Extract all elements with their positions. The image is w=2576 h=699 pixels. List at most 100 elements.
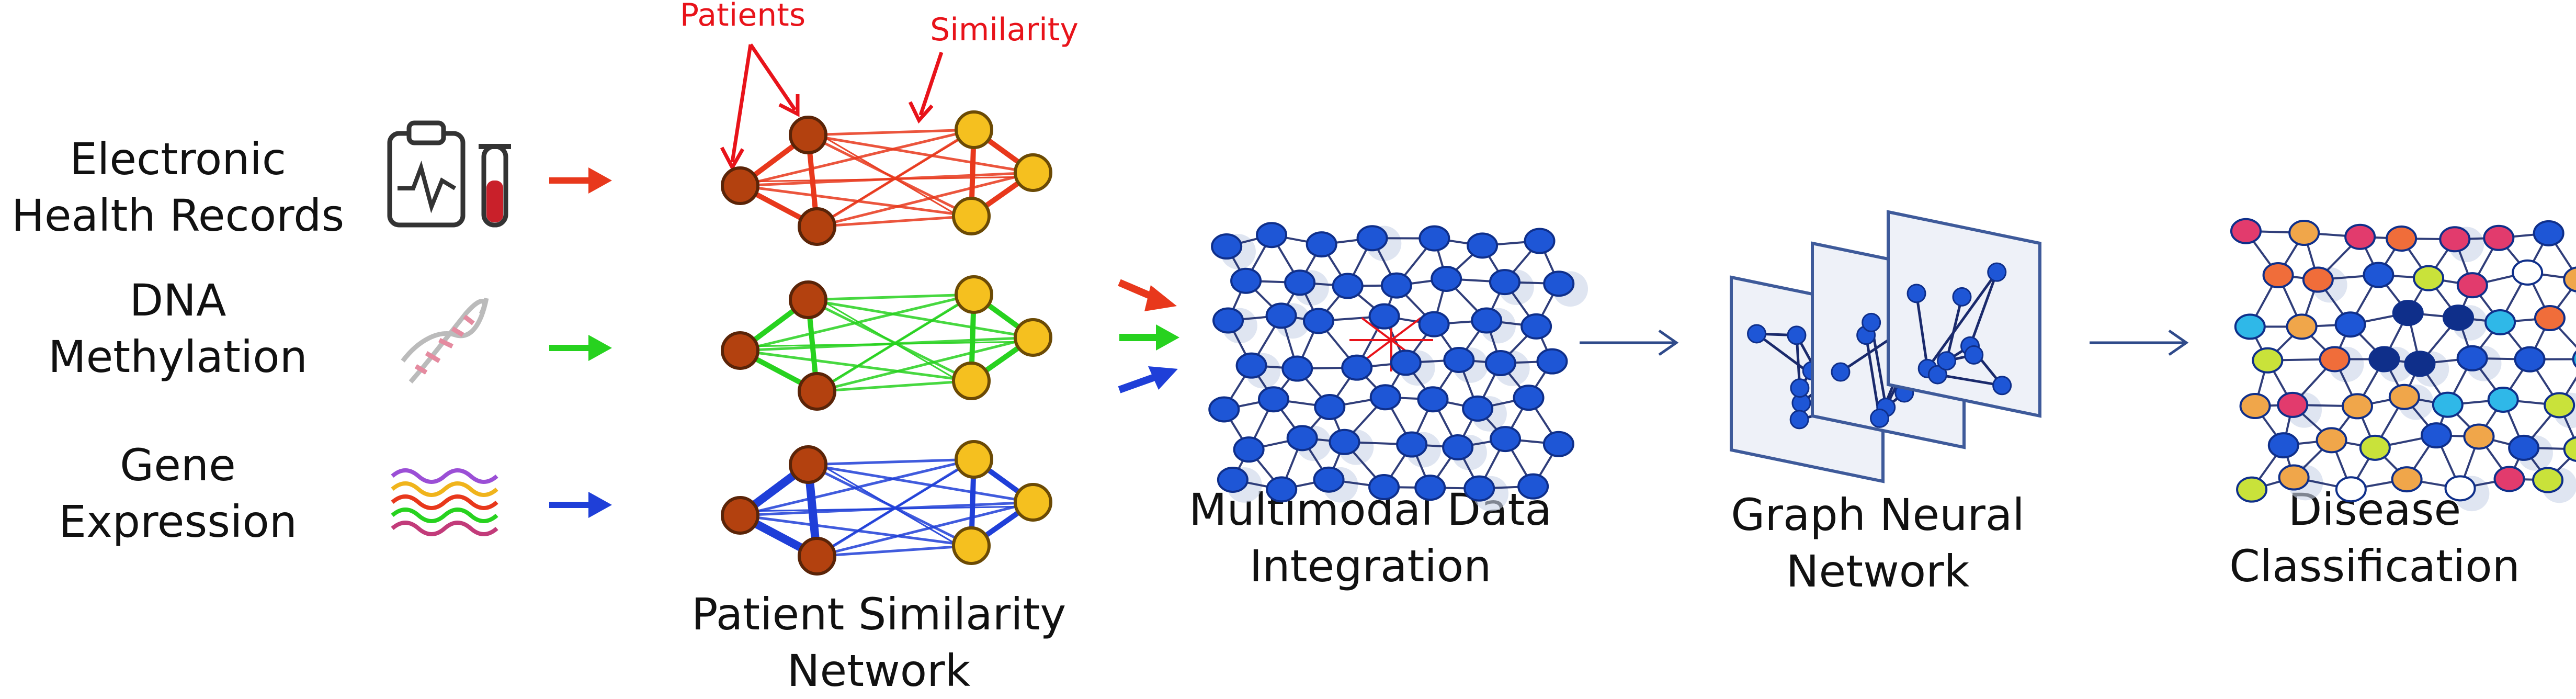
integration-node [1537, 350, 1567, 374]
integration-node [1420, 312, 1449, 336]
similar-patient-node [954, 198, 989, 234]
similarity-edge [740, 186, 971, 216]
integration-node [1213, 308, 1243, 332]
classification-node [2393, 301, 2423, 325]
classification-node [2414, 266, 2443, 290]
similar-patient-node [956, 112, 992, 148]
classification-node [2495, 467, 2524, 491]
integration-node [1330, 430, 1359, 454]
classification-node [2336, 312, 2365, 336]
integration-node [1342, 356, 1371, 380]
integration-node [1491, 427, 1520, 451]
integration-node [1544, 432, 1573, 456]
classification-node [2564, 267, 2576, 291]
patient-node [799, 538, 835, 574]
classification-node [2515, 347, 2545, 371]
classification-node [2534, 221, 2563, 245]
gnn-node [1863, 313, 1880, 331]
integration-node [1283, 357, 1312, 381]
integration-node [1307, 232, 1336, 256]
similarity-edge [808, 459, 974, 465]
classification-node [2444, 306, 2473, 330]
similarity-edge [740, 351, 971, 381]
classification-node [2390, 385, 2419, 409]
similarity-edge [745, 506, 1028, 511]
integration-node [1212, 234, 1241, 258]
gnn-layer-2 [1888, 212, 2040, 416]
similarity-edge [808, 135, 1033, 173]
classification-node [2564, 437, 2576, 461]
gnn-node [1791, 379, 1809, 397]
integration-node [1432, 267, 1461, 291]
similar-patient-node [956, 277, 992, 312]
gnn-node [1790, 411, 1808, 429]
integration-graph [1209, 223, 1588, 511]
integration-node [1525, 229, 1554, 253]
integration-node [1418, 387, 1447, 411]
integration-node [1420, 227, 1449, 251]
gnn-node [1965, 346, 1983, 364]
similar-patient-node [1015, 484, 1051, 520]
psn-network-1 [722, 277, 1051, 409]
classification-node [2484, 226, 2513, 250]
integration-node [1463, 397, 1492, 421]
classification-node [2509, 436, 2538, 460]
classification-node [2231, 219, 2261, 243]
classification-node [2269, 433, 2298, 457]
integration-node [1514, 386, 1544, 410]
gnn-node [1788, 326, 1806, 344]
integration-node [1486, 351, 1515, 375]
patient-node [799, 209, 835, 244]
classification-node [2317, 428, 2346, 452]
classification-node [2361, 436, 2390, 460]
integration-node [1315, 395, 1344, 419]
clipboard-test-tube-icon [390, 123, 511, 225]
ehr-arrow-icon [588, 167, 612, 194]
classification-node [2464, 424, 2493, 448]
integration-node [1314, 468, 1344, 492]
similar-patient-node [1015, 155, 1051, 190]
classification-node [2392, 467, 2422, 491]
patient-node [799, 374, 835, 409]
classification-node [2387, 227, 2416, 251]
similarity-edge [745, 177, 1028, 182]
integration-node [1443, 435, 1472, 459]
classification-node [2369, 347, 2399, 371]
classification-node [2278, 393, 2307, 417]
similarity-edge [808, 465, 1033, 502]
classification-node [2433, 393, 2462, 417]
classification-node [2535, 306, 2564, 330]
classification-node [2446, 476, 2475, 500]
classification-node [2345, 225, 2375, 249]
classification-node [2533, 468, 2562, 492]
classification-graph [2231, 219, 2576, 511]
classification-node [2422, 423, 2451, 447]
integration-node [1391, 351, 1421, 375]
patient-node [722, 168, 758, 204]
classification-node [2279, 466, 2309, 490]
classification-node [2289, 221, 2319, 245]
integration-node [1257, 223, 1286, 247]
similar-patient-node [954, 363, 989, 399]
classification-node [2364, 263, 2393, 287]
similar-patient-node [956, 442, 992, 477]
similarity-edge [808, 295, 974, 300]
integration-node [1288, 426, 1317, 450]
similarity-edge [808, 300, 1033, 337]
classification-node [2303, 268, 2333, 292]
gnn-node [1908, 285, 1925, 302]
gnn-layer-panel [1888, 212, 2040, 416]
integration-node [1358, 226, 1387, 250]
integration-node [1267, 477, 1296, 501]
integration-node [1465, 477, 1494, 501]
graph-neural-network-layers [1731, 212, 2040, 481]
classification-node [2513, 261, 2542, 285]
classification-node [2264, 263, 2293, 287]
patient-node [722, 498, 758, 533]
integration-node [1369, 475, 1399, 499]
patient-node [790, 282, 826, 318]
patient-node [790, 447, 826, 482]
integration-node [1218, 468, 1247, 492]
dna-helix-icon [403, 298, 486, 382]
